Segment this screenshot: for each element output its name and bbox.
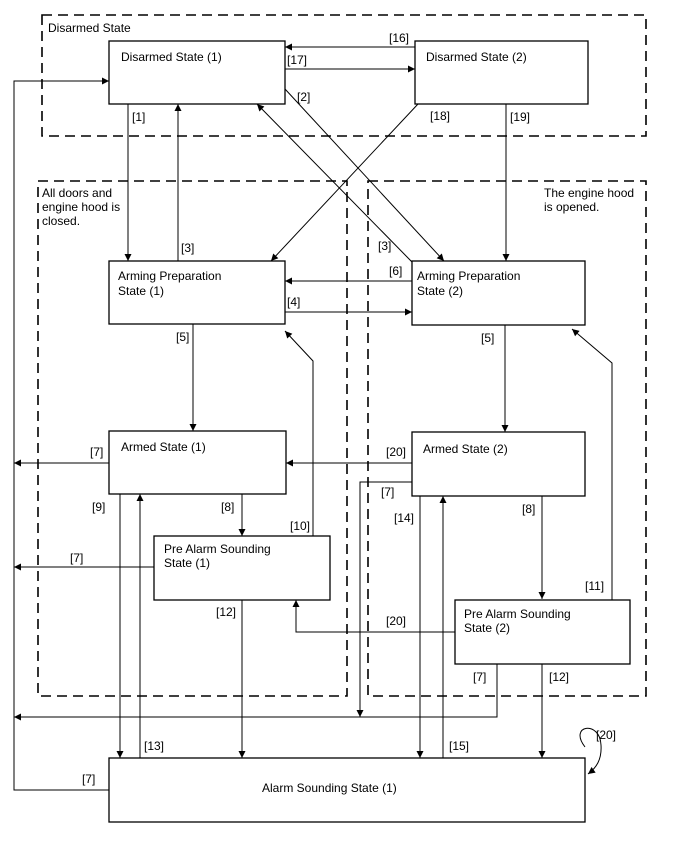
transition-label-12a: [12] xyxy=(216,605,236,619)
state-box xyxy=(108,260,286,325)
state-box xyxy=(153,535,331,601)
state-disarmed-1: Disarmed State (1) xyxy=(108,40,286,105)
state-label: Armed State (1) xyxy=(121,440,206,454)
state-disarmed-2: Disarmed State (2) xyxy=(414,40,589,105)
region-label-closed: All doors and engine hood is closed. xyxy=(42,186,123,228)
transition-label-3b: [3] xyxy=(378,239,391,253)
transition-label-10: [10] xyxy=(290,519,310,533)
arrow-10 xyxy=(284,330,314,536)
region-label-opened: The engine hood is opened. xyxy=(544,186,637,214)
transition-label-3a: [3] xyxy=(181,241,194,255)
state-arming-preparation-1: Arming Preparation State (1) xyxy=(108,260,286,325)
transition-label-20a: [20] xyxy=(386,445,406,459)
transition-label-17: [17] xyxy=(287,53,307,67)
region-label-disarmed: Disarmed State xyxy=(48,21,131,35)
transition-label-14: [14] xyxy=(394,511,414,525)
transition-label-13: [13] xyxy=(144,739,164,753)
state-alarm-sounding-1: Alarm Sounding State (1) xyxy=(108,757,586,823)
transition-label-4: [4] xyxy=(287,295,300,309)
transition-label-15: [15] xyxy=(449,739,469,753)
transition-label-1: [1] xyxy=(132,110,145,124)
transition-label-7e: [7] xyxy=(82,772,95,786)
region-opened xyxy=(367,180,647,697)
state-label: Arming Preparation State (2) xyxy=(417,269,524,298)
transition-label-7c: [7] xyxy=(381,485,394,499)
state-box xyxy=(108,757,586,823)
state-box xyxy=(108,430,287,495)
transition-label-9: [9] xyxy=(92,500,105,514)
state-pre-alarm-sounding-2: Pre Alarm Sounding State (2) xyxy=(454,599,631,665)
region-disarmed xyxy=(41,14,647,137)
transition-label-5a: [5] xyxy=(176,330,189,344)
state-box xyxy=(414,40,589,105)
transition-label-16: [16] xyxy=(389,31,409,45)
state-pre-alarm-sounding-1: Pre Alarm Sounding State (1) xyxy=(153,535,331,601)
arrow-3b xyxy=(256,103,413,263)
transition-lines xyxy=(13,43,613,791)
transition-labels: [16] [17] [1] [2] [18] [19] [3] [3] [6] … xyxy=(70,31,616,786)
arrow-20c-self-loop xyxy=(579,727,602,775)
transition-label-12b: [12] xyxy=(549,670,569,684)
arrow-2 xyxy=(284,88,445,262)
transition-label-5b: [5] xyxy=(481,331,494,345)
transition-label-6: [6] xyxy=(389,264,402,278)
state-label: Disarmed State (1) xyxy=(121,50,222,64)
arrow-7d xyxy=(14,664,498,721)
transition-label-18: [18] xyxy=(430,109,450,123)
transition-label-11: [11] xyxy=(585,579,604,593)
transition-label-8b: [8] xyxy=(522,502,535,516)
state-label: Pre Alarm Sounding State (1) xyxy=(164,542,274,570)
state-box xyxy=(411,260,586,326)
transition-label-20b: [20] xyxy=(386,614,406,628)
arrow-7c xyxy=(356,481,412,717)
arrow-20b xyxy=(292,600,455,633)
state-label: Arming Preparation State (1) xyxy=(118,269,225,298)
transition-label-7a: [7] xyxy=(90,445,103,459)
state-armed-2: Armed State (2) xyxy=(411,431,586,497)
region-closed xyxy=(37,180,348,697)
arrow-11 xyxy=(571,328,613,600)
transition-label-8a: [8] xyxy=(221,500,234,514)
state-label: Disarmed State (2) xyxy=(426,50,527,64)
state-box xyxy=(454,599,631,665)
transition-label-19: [19] xyxy=(510,110,530,124)
state-box xyxy=(108,40,286,105)
arrow-7e xyxy=(13,77,109,791)
state-label: Pre Alarm Sounding State (2) xyxy=(464,607,574,635)
transition-label-2: [2] xyxy=(297,90,310,104)
transition-label-7b: [7] xyxy=(70,551,83,565)
state-box xyxy=(411,431,586,497)
state-label: Armed State (2) xyxy=(423,442,508,456)
state-armed-1: Armed State (1) xyxy=(108,430,287,495)
transition-label-7d: [7] xyxy=(473,670,486,684)
state-label: Alarm Sounding State (1) xyxy=(262,781,397,795)
arrow-18 xyxy=(270,103,419,262)
transition-label-20c: [20] xyxy=(596,728,616,742)
state-arming-preparation-2: Arming Preparation State (2) xyxy=(411,260,586,326)
